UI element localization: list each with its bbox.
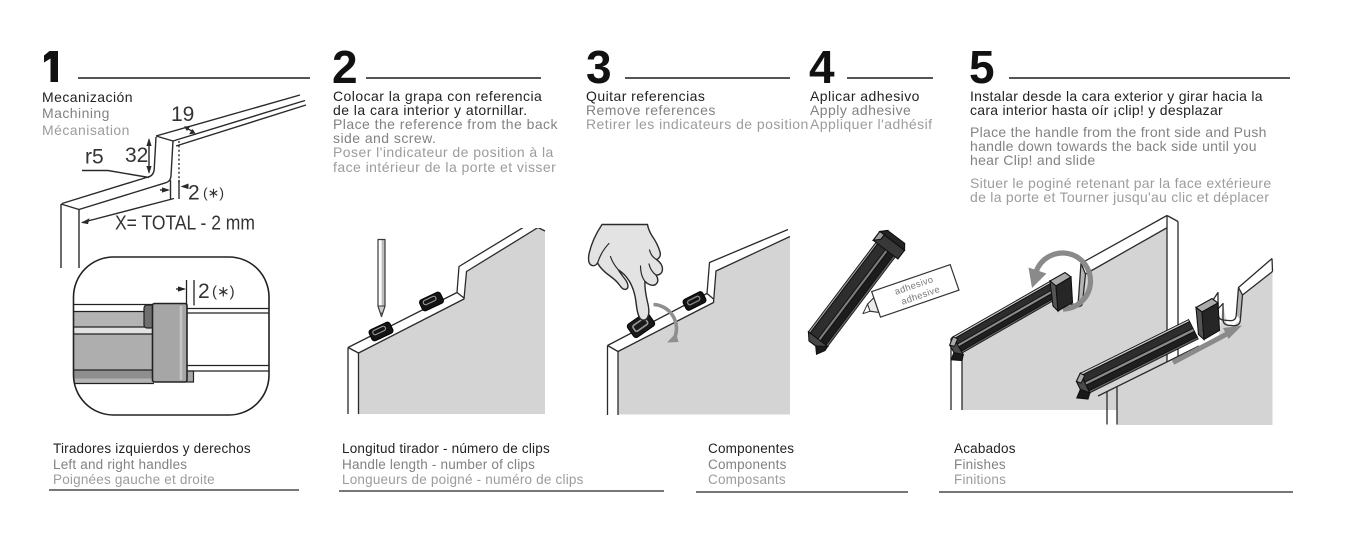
svg-text:19: 19 (171, 103, 194, 126)
svg-text:(∗): (∗) (212, 284, 235, 301)
svg-text:2: 2 (198, 280, 210, 303)
svg-text:(∗): (∗) (203, 185, 224, 201)
svg-text:r5: r5 (85, 146, 104, 169)
svg-text:2: 2 (188, 182, 200, 205)
svg-text:X= TOTAL - 2 mm: X= TOTAL - 2 mm (115, 212, 255, 235)
svg-text:32: 32 (125, 144, 148, 167)
